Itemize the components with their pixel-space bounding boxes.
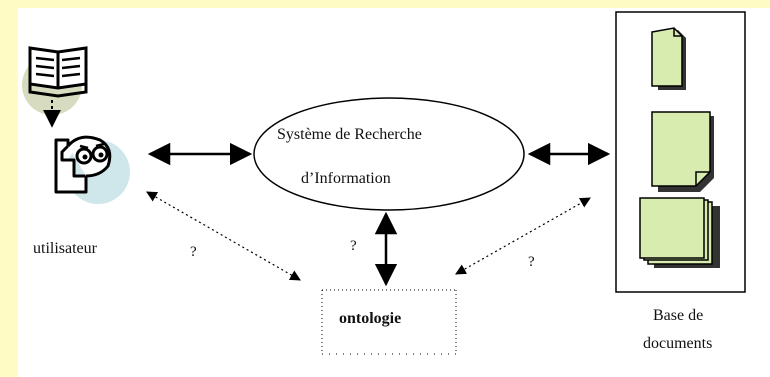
person-icon <box>54 135 112 194</box>
question-mark-ontology-base: ? <box>528 254 535 270</box>
frame-top-band <box>0 0 770 8</box>
system-ellipse <box>253 97 525 211</box>
user-icon <box>22 46 130 204</box>
book-icon <box>28 46 88 98</box>
document-icon <box>651 111 714 192</box>
ontology-label: ontologie <box>339 310 402 327</box>
frame-left-band <box>0 0 18 377</box>
user-label: utilisateur <box>33 240 97 257</box>
base-label-line1: Base de <box>653 307 704 324</box>
question-mark-system-ontology: ? <box>350 238 357 254</box>
ontology-base-arrow <box>455 197 591 275</box>
document-stack-large-icon <box>639 197 720 268</box>
ontology-box <box>321 289 457 355</box>
document-stack-icon <box>651 27 686 90</box>
system-label-line1: Système de Recherche <box>277 126 422 143</box>
base-label-line2: documents <box>643 335 713 352</box>
user-ontology-arrow <box>146 191 301 281</box>
question-mark-user-ontology: ? <box>190 244 197 260</box>
system-label-line2: d’Information <box>301 170 391 187</box>
